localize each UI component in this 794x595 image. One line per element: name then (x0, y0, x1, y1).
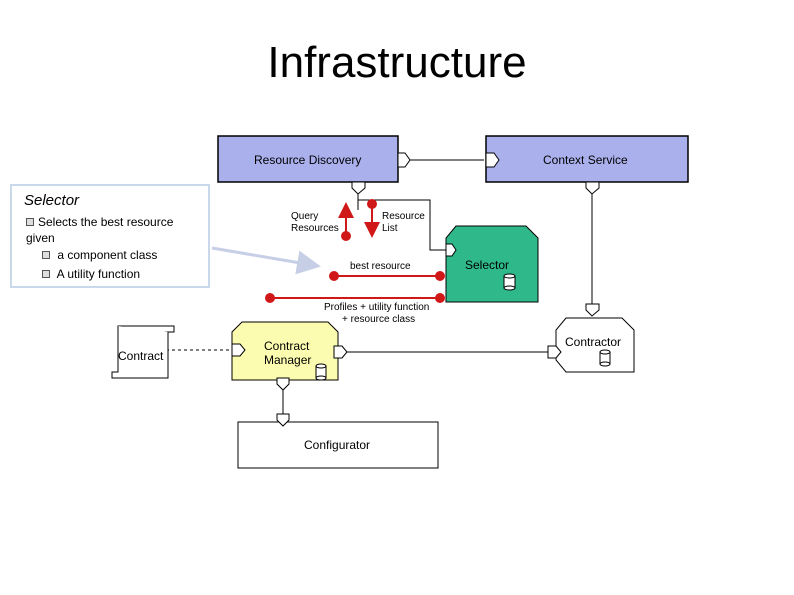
callout-line1: Selects the best resource (26, 215, 173, 229)
port-configurator-top (276, 413, 290, 427)
port-context-left (485, 152, 500, 168)
profiles-label-line1: Profiles + utility function (324, 302, 430, 313)
best-resource-label: best resource (350, 261, 411, 272)
contractor-database-icon (599, 349, 611, 367)
selector-label: Selector (465, 258, 510, 272)
contractor-box[interactable] (555, 317, 635, 373)
resource-list-label-line2: List (382, 223, 398, 234)
query-resources-label-line1: Query (291, 211, 319, 222)
bullet-icon (42, 251, 50, 259)
callout-item2: A utility function (42, 267, 140, 281)
port-manager-right (333, 345, 348, 359)
manager-database-icon (315, 363, 327, 381)
contract-scroll[interactable] (111, 325, 175, 379)
callout-line2: given (26, 231, 55, 245)
page-title: Infrastructure (267, 38, 527, 87)
resource-list-label-line1: Resource (382, 211, 425, 222)
port-discovery-bottom (351, 181, 366, 195)
bullet-icon (42, 270, 50, 278)
callout-item2-text: A utility function (56, 267, 141, 281)
bullet-icon (26, 218, 34, 226)
port-context-bottom (585, 181, 600, 195)
callout-pointer-arrow (211, 246, 321, 275)
contractor-label: Contractor (565, 335, 622, 349)
callout-line1-text: Selects the best resource (38, 215, 174, 229)
port-manager-left (231, 343, 246, 357)
selector-database-icon (503, 273, 516, 291)
profiles-label-line2: + resource class (342, 314, 416, 325)
port-contractor-top (585, 303, 600, 317)
link-selector-manager (357, 190, 448, 251)
callout-heading: Selector (24, 192, 80, 209)
contract-manager-label-line2: Manager (264, 353, 312, 367)
port-contractor-left (547, 345, 562, 359)
contract-manager-box[interactable] (231, 321, 339, 381)
resource-discovery-label: Resource Discovery (254, 153, 362, 167)
query-resources-label-line2: Resources (291, 223, 339, 234)
contract-manager-label-line1: Contract (264, 339, 310, 353)
contract-label: Contract (118, 349, 164, 363)
configurator-box[interactable] (237, 421, 439, 469)
context-service-label: Context Service (543, 153, 628, 167)
resource-discovery-box[interactable] (217, 135, 399, 183)
configurator-label: Configurator (304, 438, 371, 452)
callout-item1-text: a component class (57, 248, 158, 262)
callout-item1: a component class (42, 248, 157, 262)
port-manager-bottom (276, 377, 290, 391)
port-discovery-right (397, 152, 411, 168)
selector-callout: Selector Selects the best resource given… (10, 184, 210, 288)
port-selector-left (445, 243, 457, 257)
